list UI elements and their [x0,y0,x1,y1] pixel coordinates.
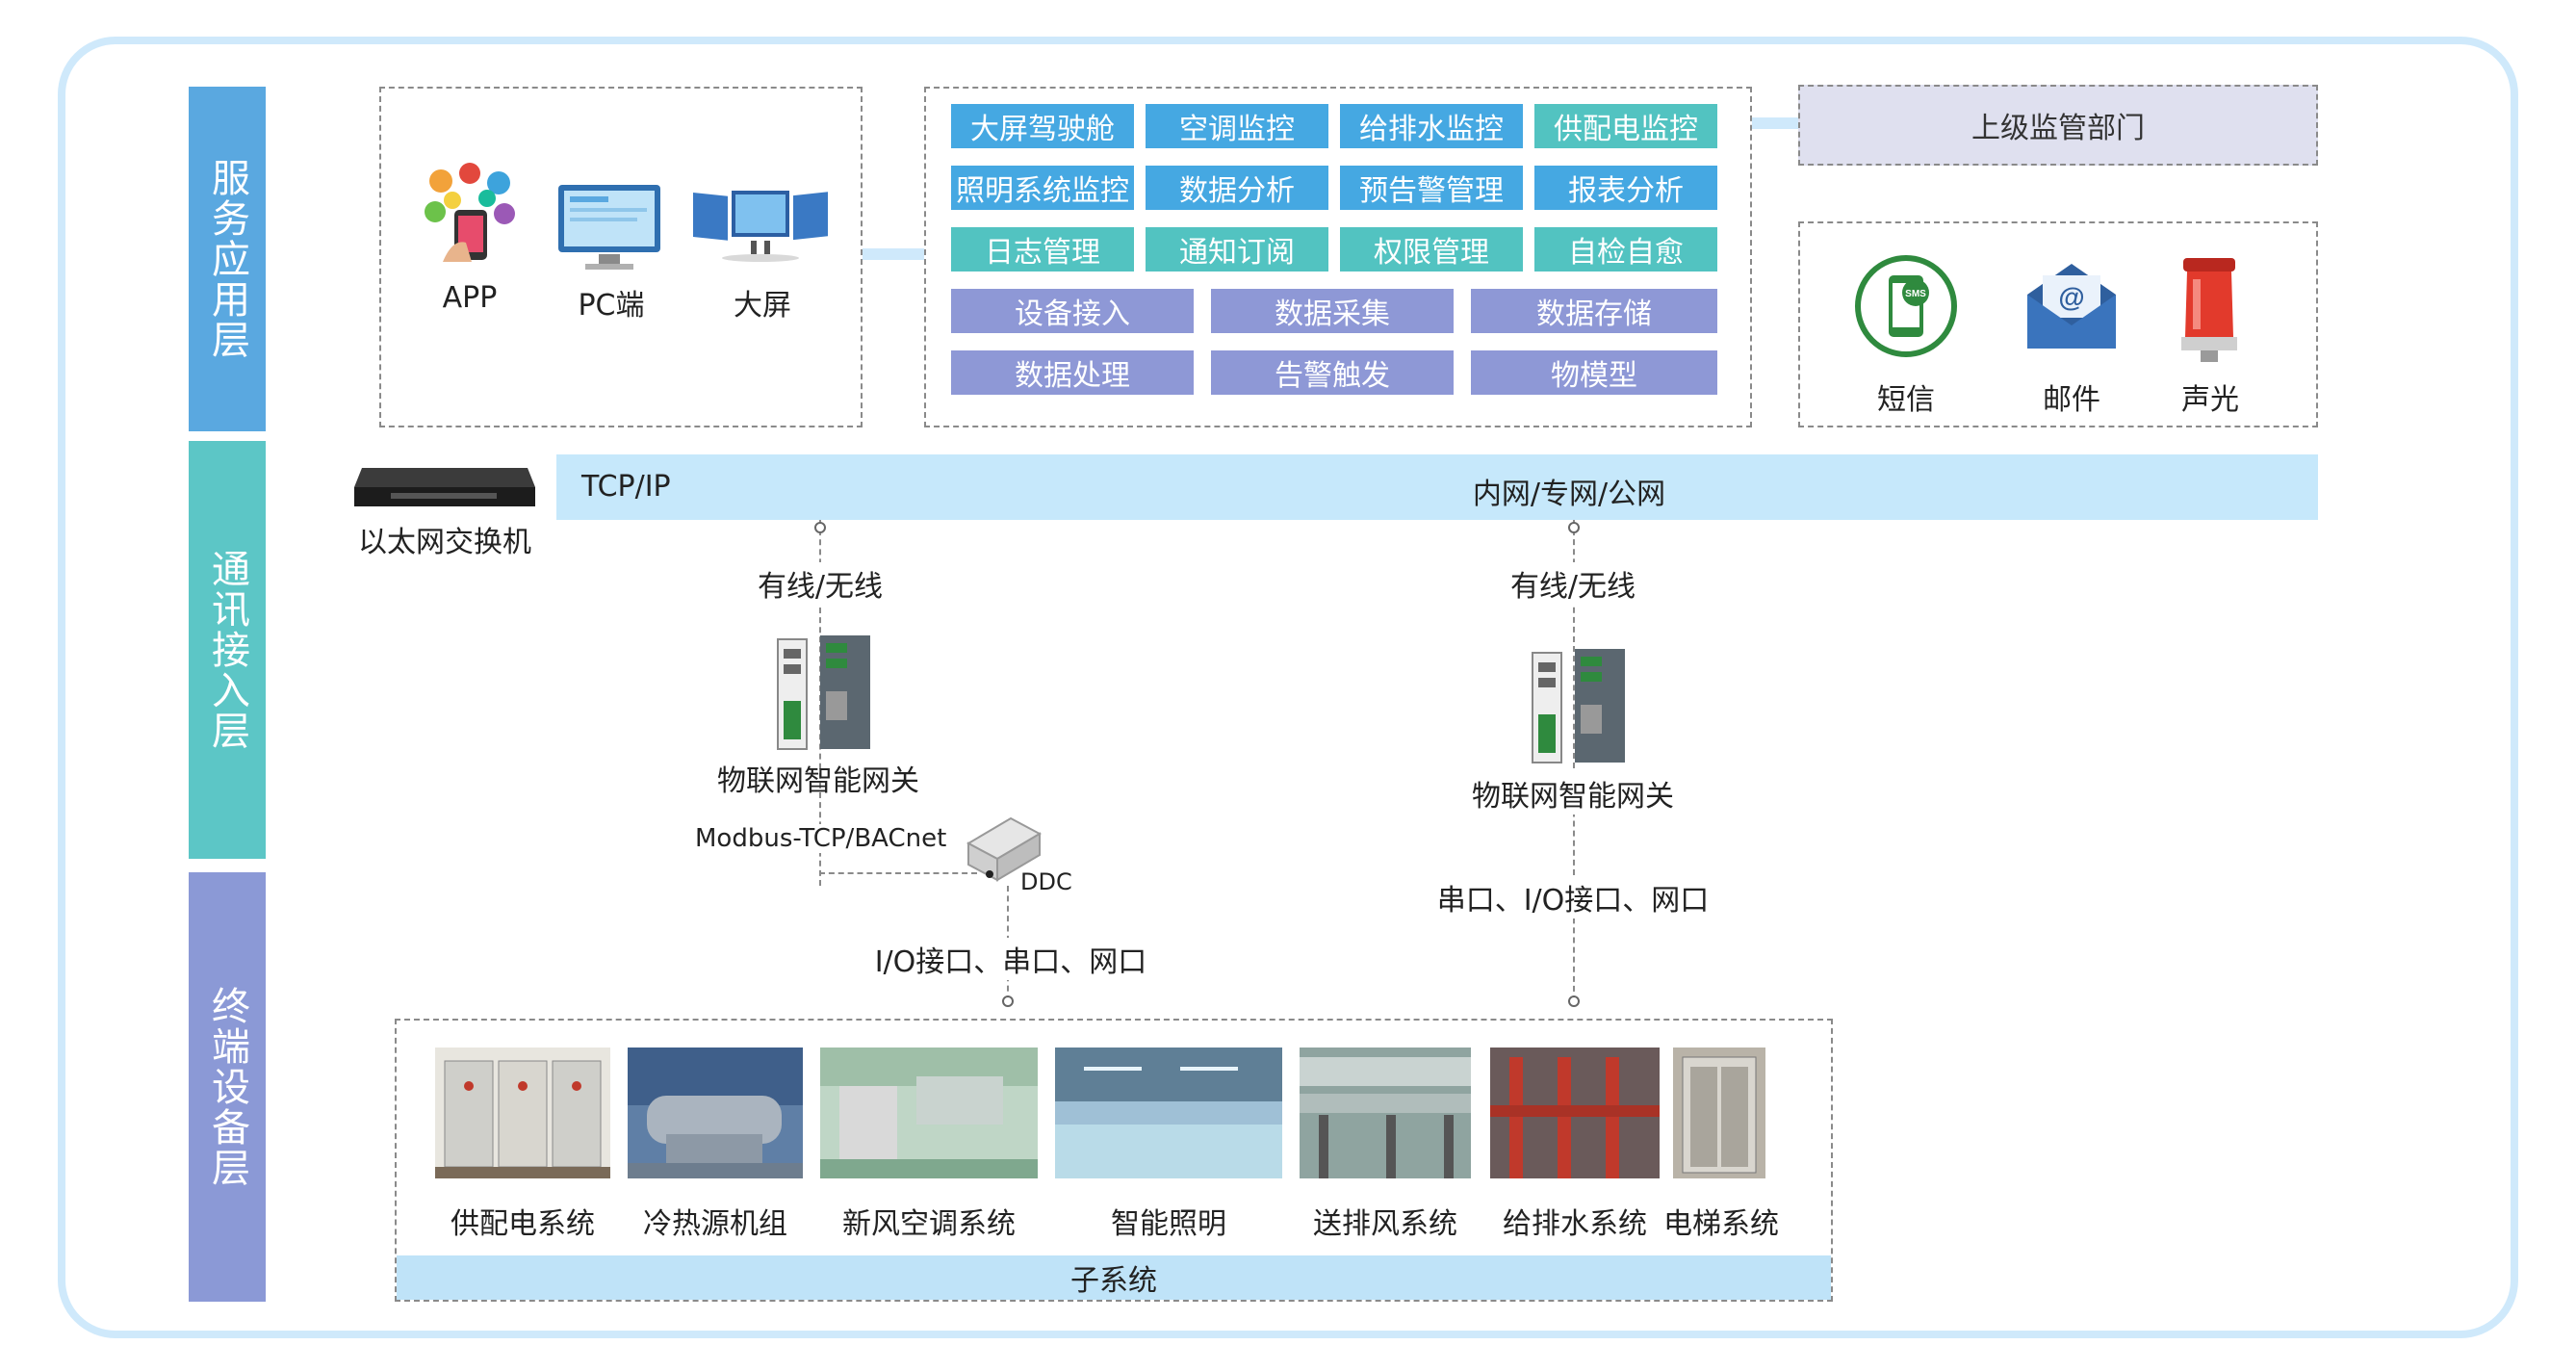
right-link-label: 有线/无线 [1484,562,1662,605]
subsystem-elevator-label: 电梯系统 [1663,1207,1779,1241]
function-box [924,87,1752,427]
func-thing-model[interactable]: 物模型 [1471,350,1717,395]
alert-email-label: 邮件 [2043,383,2100,417]
right-ports-label: 串口、I/O接口、网口 [1429,876,1717,918]
subsystem-ventilation-label: 送排风系统 [1313,1207,1457,1241]
outer-frame [58,37,2518,1338]
func-hvac-monitor[interactable]: 空调监控 [1146,104,1328,148]
elevator-image [1673,1048,1765,1178]
right-ports-node [1568,996,1580,1007]
ddc-controller-icon [963,815,1043,884]
big-screen-icon [693,187,830,264]
func-device-access[interactable]: 设备接入 [951,289,1194,333]
func-notification-subscription[interactable]: 通知订阅 [1146,227,1328,272]
layer-service-label: 服务应用层 [189,87,266,431]
func-permission-management[interactable]: 权限管理 [1340,227,1523,272]
client-pc-label: PC端 [578,289,645,323]
subsystem-water-label: 给排水系统 [1503,1207,1647,1241]
func-data-storage[interactable]: 数据存储 [1471,289,1717,333]
func-log-management[interactable]: 日志管理 [951,227,1134,272]
client-box [379,87,863,427]
right-gateway-label: 物联网智能网关 [1457,772,1688,815]
func-data-collection[interactable]: 数据采集 [1211,289,1454,333]
func-power-monitor[interactable]: 供配电监控 [1534,104,1717,148]
right-gateway-icon [1525,647,1631,766]
func-alarm-management[interactable]: 预告警管理 [1340,166,1523,210]
fresh-air-hvac-image [820,1048,1038,1178]
left-ports-label: I/O接口、串口、网口 [866,938,1155,980]
func-data-analysis[interactable]: 数据分析 [1146,166,1328,210]
email-icon-text: @ [2058,282,2084,312]
app-icon [424,162,516,270]
network-type-label: 内网/专网/公网 [1472,478,1666,511]
email-icon: @ [2022,256,2122,356]
func-report-analysis[interactable]: 报表分析 [1534,166,1717,210]
sms-icon-text: SMS [1905,289,1926,299]
func-self-check[interactable]: 自检自愈 [1534,227,1717,272]
subsystem-lighting-label: 智能照明 [1111,1207,1226,1241]
network-protocol-label: TCP/IP [581,470,671,504]
function-supervisor-connector [1752,117,1798,129]
left-protocol-label: Modbus-TCP/BACnet [695,824,947,853]
layer-terminal-label: 终端设备层 [189,872,266,1302]
client-app-label: APP [442,281,498,315]
func-lighting-monitor[interactable]: 照明系统监控 [951,166,1134,210]
subsystem-bar: 子系统 [397,1255,1831,1300]
water-supply-image [1490,1048,1660,1178]
chiller-unit-image [628,1048,803,1178]
supervisor-box: 上级监管部门 [1798,85,2318,166]
func-data-processing[interactable]: 数据处理 [951,350,1194,395]
func-alarm-trigger[interactable]: 告警触发 [1211,350,1454,395]
sms-icon: SMS [1854,254,1958,358]
func-water-monitor[interactable]: 给排水监控 [1340,104,1523,148]
ddc-link-line [819,872,977,874]
ddc-label: DDC [1020,868,1072,895]
left-gateway-label: 物联网智能网关 [717,764,919,798]
alert-siren-label: 声光 [2181,383,2239,417]
network-bar [556,454,2318,520]
client-function-connector [863,248,924,260]
smart-lighting-image [1055,1048,1282,1178]
layer-comm-label: 通讯接入层 [189,441,266,859]
left-ports-node [1002,996,1014,1007]
subsystem-chiller-label: 冷热源机组 [643,1207,787,1241]
right-link-node [1568,522,1580,533]
subsystem-box [395,1019,1833,1302]
subsystem-power-label: 供配电系统 [451,1207,595,1241]
subsystem-hvac-label: 新风空调系统 [842,1207,1016,1241]
ethernet-switch-label: 以太网交换机 [358,526,531,559]
left-gateway-icon [770,634,876,753]
func-cockpit[interactable]: 大屏驾驶舱 [951,104,1134,148]
right-link-line [1573,520,1575,1001]
alert-sms-label: 短信 [1877,383,1935,417]
ventilation-image [1300,1048,1471,1178]
siren-icon [2177,256,2241,364]
client-bigscreen-label: 大屏 [734,289,791,323]
left-link-label: 有线/无线 [732,562,909,605]
pc-monitor-icon [556,183,662,272]
left-link-node [814,522,826,533]
alert-box [1798,221,2318,427]
power-distribution-image [435,1048,610,1178]
ethernet-switch-icon [352,466,537,508]
